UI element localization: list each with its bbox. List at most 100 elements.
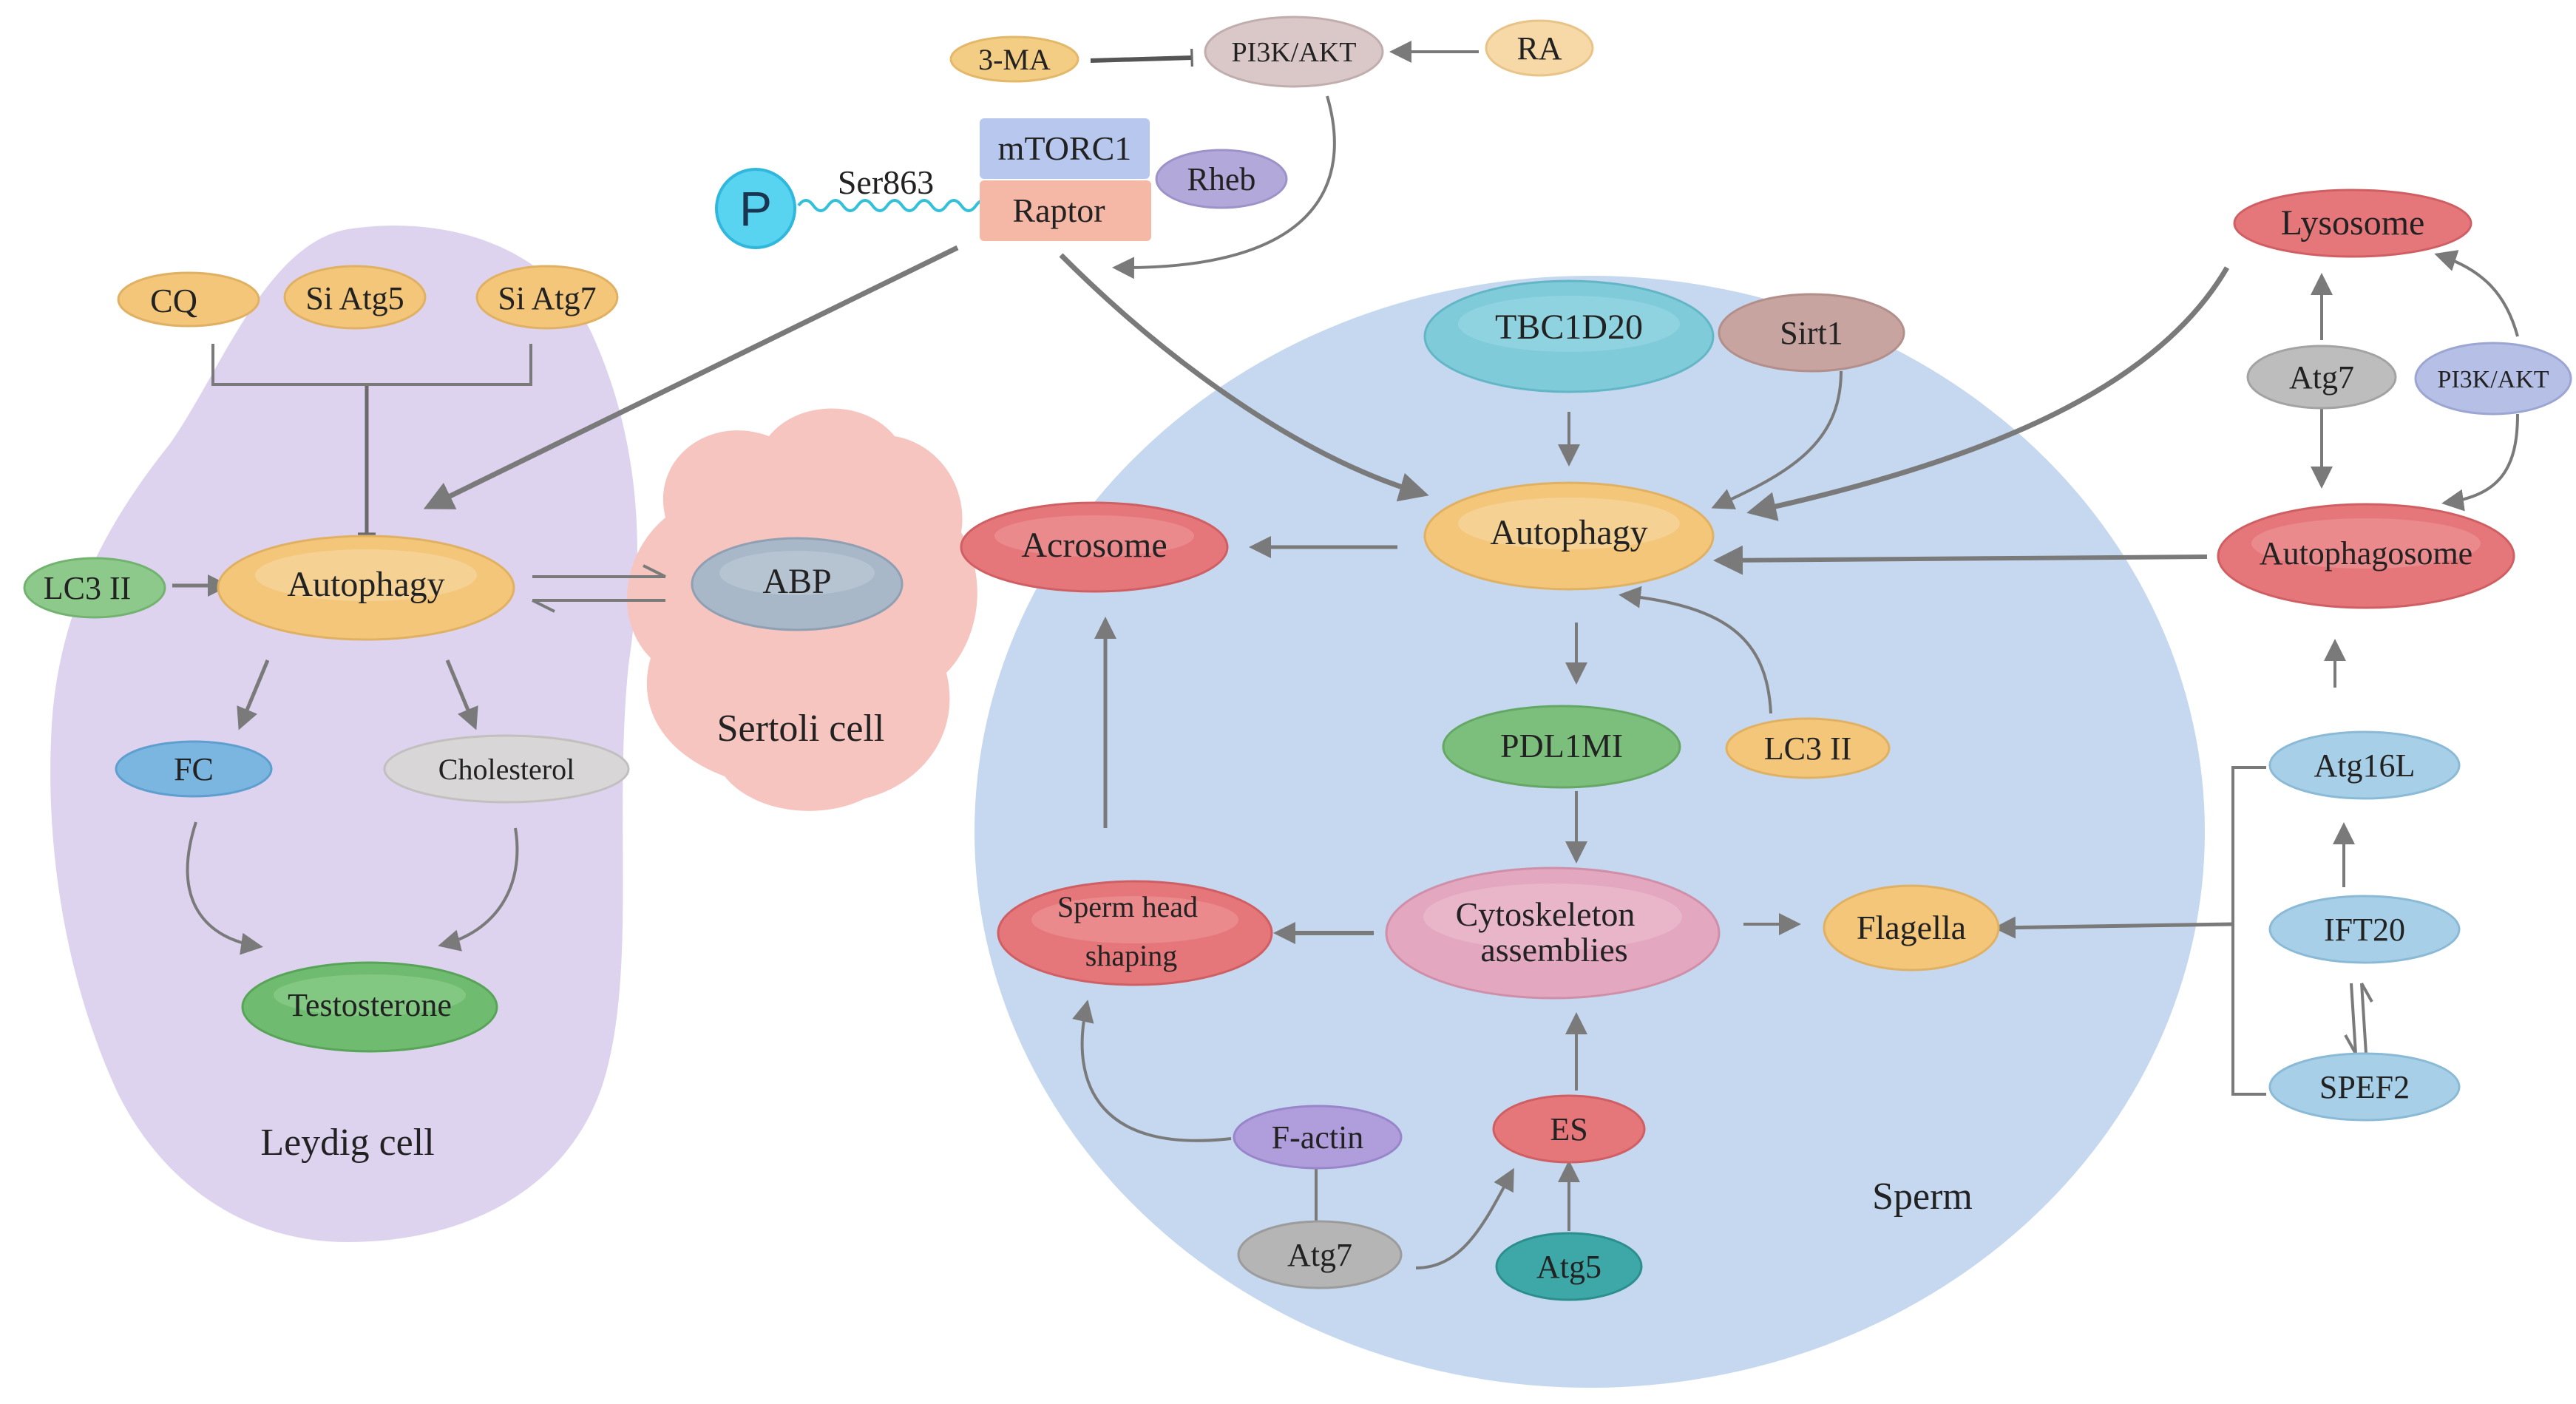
svg-text:Sirt1: Sirt1 (1780, 315, 1843, 351)
arrow-pi3k-lysosome (2434, 250, 2519, 337)
svg-text:PDL1MI: PDL1MI (1500, 727, 1623, 764)
arrow-lc3-autophagy-sperm (1619, 586, 1772, 714)
node-es: ES (1492, 1094, 1646, 1164)
svg-text:TBC1D20: TBC1D20 (1495, 308, 1643, 347)
arrow-autophagosome-autophagy (1713, 545, 2208, 575)
svg-text:Flagella: Flagella (1857, 909, 1966, 946)
bracket-right (2231, 766, 2266, 1096)
svg-text:mTORC1: mTORC1 (998, 129, 1132, 167)
node-cholesterol: Cholesterol (383, 734, 630, 804)
svg-text:Atg7: Atg7 (2289, 359, 2354, 396)
svg-text:Si Atg5: Si Atg5 (305, 280, 404, 316)
svg-text:Autophagy: Autophagy (1490, 513, 1647, 552)
leydig-cell-label: Leydig cell (260, 1122, 434, 1164)
node-lc3-sperm: LC3 II (1725, 717, 1891, 779)
node-tbc1d20: TBC1D20 (1423, 279, 1715, 393)
node-autophagy-leydig: Autophagy (217, 535, 515, 641)
arrow-factin-head (1072, 1000, 1232, 1142)
node-atg16l: Atg16L (2268, 730, 2461, 800)
svg-text:ABP: ABP (762, 562, 831, 601)
arrow-atg7-es (1415, 1167, 1514, 1269)
node-mtorc1: mTORC1 (980, 118, 1150, 179)
node-lc3-leydig: LC3 II (23, 557, 166, 619)
svg-text:Testosterone: Testosterone (288, 987, 452, 1023)
node-atg7-right: Atg7 (2246, 345, 2397, 410)
arrow-cholesterol-testosterone (438, 827, 519, 952)
svg-text:Cholesterol: Cholesterol (438, 753, 574, 786)
node-rheb: Rheb (1155, 149, 1288, 209)
svg-text:Raptor: Raptor (1012, 191, 1105, 229)
node-atg5-sperm: Atg5 (1495, 1232, 1643, 1301)
node-si-atg7: Si Atg7 (475, 265, 619, 330)
node-pdl1mi: PDL1MI (1442, 705, 1681, 789)
node-autophagosome: Autophagosome (2217, 503, 2515, 609)
arrow-raptor-sperm-autophagy (1059, 253, 1429, 502)
node-pi3k-akt-top: PI3K/AKT (1204, 16, 1384, 88)
svg-text:ES: ES (1550, 1111, 1587, 1147)
node-sperm-head-shaping: Sperm head shaping (997, 880, 1273, 986)
node-raptor: Raptor (980, 180, 1151, 241)
node-acrosome: Acrosome (960, 501, 1229, 593)
svg-text:shaping: shaping (1085, 939, 1177, 972)
svg-text:Acrosome: Acrosome (1021, 526, 1167, 565)
svg-text:Cytoskeleton: Cytoskeleton (1456, 895, 1636, 933)
svg-text:SPEF2: SPEF2 (2319, 1069, 2410, 1105)
node-lysosome: Lysosome (2233, 189, 2472, 258)
inhibit-bracket (211, 344, 532, 386)
svg-text:LC3 II: LC3 II (1764, 730, 1852, 767)
svg-text:Autophagy: Autophagy (287, 565, 444, 604)
svg-text:PI3K/AKT: PI3K/AKT (1232, 37, 1357, 68)
node-spef2: SPEF2 (2268, 1052, 2461, 1122)
arrow-fc-testosterone (186, 821, 263, 955)
inhibit-3ma-pi3k (1090, 48, 1193, 67)
arrow-pi3k-mtorc1 (1112, 95, 1336, 279)
svg-text:Atg7: Atg7 (1287, 1237, 1352, 1273)
node-testosterone: Testosterone (241, 961, 498, 1053)
node-ra: RA (1485, 19, 1594, 77)
arrow-bracket-flagella (1993, 916, 2234, 939)
svg-text:IFT20: IFT20 (2324, 912, 2405, 948)
connectors (172, 41, 2519, 1269)
node-cytoskeleton: Cytoskeleton assemblies (1385, 867, 1721, 1000)
node-3ma: 3-MA (949, 35, 1079, 83)
svg-text:Rheb: Rheb (1187, 161, 1256, 197)
phosphate-p: P (715, 168, 796, 249)
node-si-atg5: Si Atg5 (283, 265, 427, 330)
svg-text:CQ: CQ (150, 282, 197, 319)
node-pi3k-akt-right: PI3K/AKT (2414, 342, 2572, 416)
arrow-autophagy-fc (237, 659, 270, 730)
svg-text:Autophagosome: Autophagosome (2260, 535, 2472, 572)
node-flagella: Flagella (1823, 884, 2000, 971)
node-autophagy-sperm: Autophagy (1423, 481, 1715, 591)
arrow-raptor-leydig-autophagy (423, 245, 959, 509)
svg-text:F-actin: F-actin (1272, 1119, 1364, 1156)
leydig-cell-region (50, 225, 637, 1243)
arrow-autophagy-cholesterol (445, 659, 478, 730)
arrow-lysosome-autophagy (1746, 266, 2230, 521)
svg-text:Si Atg7: Si Atg7 (498, 280, 596, 316)
node-sirt1: Sirt1 (1718, 293, 1905, 373)
harpoon-ift20-spef2 (2350, 983, 2357, 1054)
ser863-label: Ser863 (838, 163, 934, 201)
svg-text:3-MA: 3-MA (978, 43, 1051, 76)
svg-text:PI3K/AKT: PI3K/AKT (2437, 366, 2549, 393)
node-abp: ABP (691, 537, 904, 631)
svg-text:Atg5: Atg5 (1536, 1249, 1601, 1285)
arrow-sirt1-autophagy (1711, 370, 1843, 509)
node-fc: FC (115, 740, 273, 798)
arrow-pi3k-autophagosome (2441, 413, 2519, 512)
svg-text:FC: FC (174, 751, 214, 787)
sperm-region (975, 276, 2205, 1388)
node-cq: CQ (117, 271, 260, 328)
sperm-label: Sperm (1872, 1176, 1973, 1218)
node-atg7-sperm: Atg7 (1237, 1220, 1403, 1289)
node-factin: F-actin (1233, 1105, 1403, 1170)
harpoon-spef2-ift20 (2360, 983, 2367, 1054)
svg-text:LC3 II: LC3 II (44, 570, 132, 606)
svg-text:Lysosome: Lysosome (2281, 203, 2425, 243)
svg-text:Sperm head: Sperm head (1057, 890, 1198, 923)
svg-text:RA: RA (1516, 30, 1562, 67)
sertoli-cell-label: Sertoli cell (717, 708, 885, 750)
svg-text:assemblies: assemblies (1480, 931, 1627, 969)
